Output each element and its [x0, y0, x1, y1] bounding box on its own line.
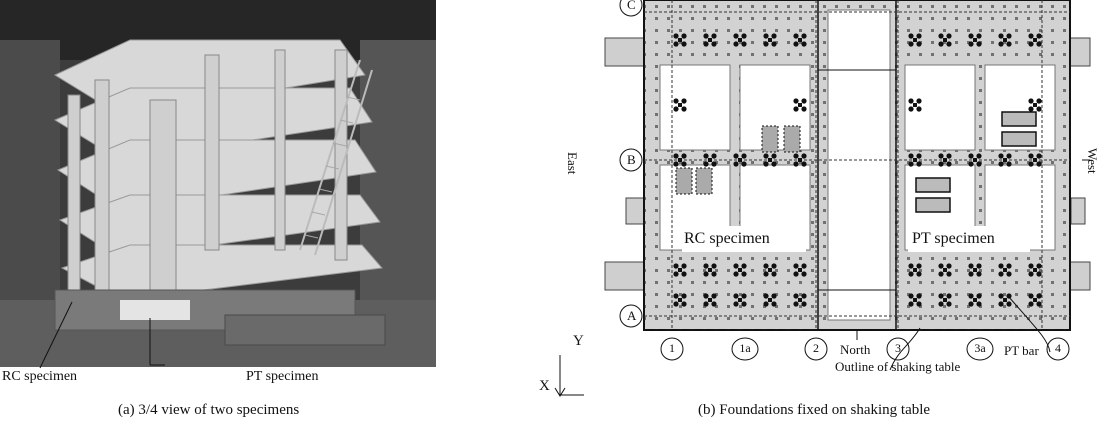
shaking-table-outline-label: Outline of shaking table — [835, 359, 961, 374]
col-label-2: 2 — [813, 341, 819, 355]
pt-specimen-label: PT specimen — [246, 369, 319, 384]
foundation-plan — [554, 0, 1091, 397]
caption-b: (b) Foundations fixed on shaking table — [698, 402, 931, 418]
building-photo-illustration — [0, 0, 436, 367]
caption-a: (a) 3/4 view of two specimens — [118, 402, 300, 418]
col-label-3: 3 — [895, 341, 901, 355]
col-label-1: 1 — [669, 341, 675, 355]
row-label-a: A — [627, 308, 637, 323]
east-label: East — [565, 152, 580, 175]
plan-rc-specimen-label: RC specimen — [684, 230, 770, 247]
row-label-b: B — [627, 152, 636, 167]
axis-y-label: Y — [573, 333, 584, 349]
west-label: West — [1085, 148, 1100, 174]
plan-pt-specimen-label: PT specimen — [912, 230, 995, 247]
building-photo — [0, 0, 436, 367]
pt-bar-label: PT bar — [1004, 343, 1039, 358]
axis-x-label: X — [539, 378, 550, 394]
photo-leader-lines — [39, 301, 165, 369]
col-label-1a: 1a — [739, 341, 751, 355]
rc-specimen-label: RC specimen — [2, 369, 78, 384]
north-label: North — [840, 342, 871, 357]
col-label-4: 4 — [1055, 341, 1061, 355]
row-label-c: C — [627, 0, 636, 12]
col-label-3a: 3a — [974, 341, 986, 355]
